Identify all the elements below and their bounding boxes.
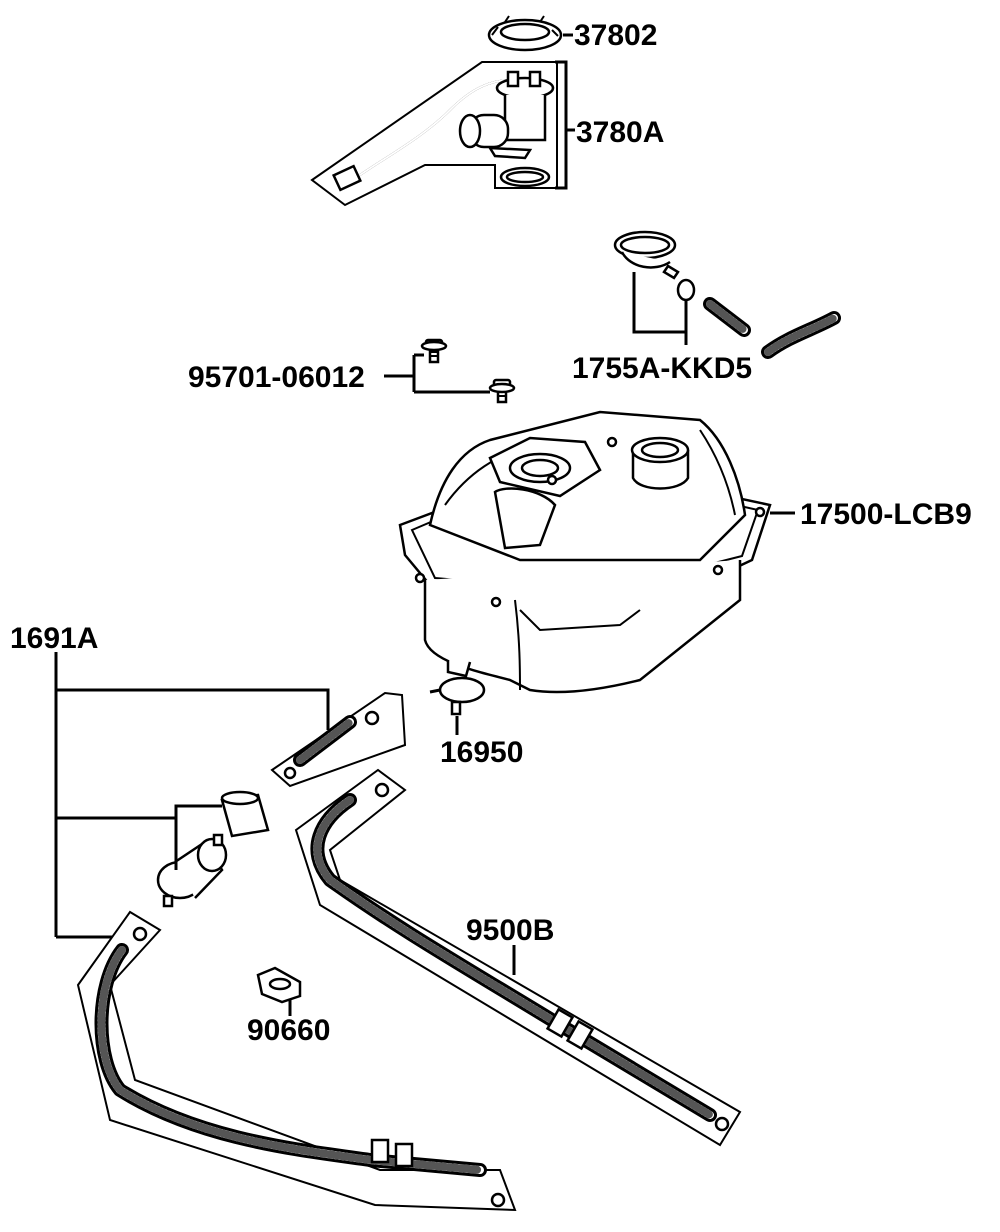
part-1691a-fuel-filter-hose-set	[76, 691, 517, 1212]
part-9500b-fuel-hose	[294, 768, 742, 1147]
label-3780a: 3780A	[576, 116, 664, 149]
part-37802-lock-ring	[487, 15, 563, 52]
part-95701-06012-bolts	[420, 338, 516, 404]
label-16950: 16950	[440, 736, 523, 769]
part-1755a-kkd5-breather-hose-set	[613, 230, 841, 359]
label-17500-lcb9: 17500-LCB9	[800, 498, 972, 531]
label-95701-06012: 95701-06012	[188, 361, 365, 394]
part-90660-hose-clip	[256, 966, 302, 1004]
label-1691a: 1691A	[10, 622, 98, 655]
part-17500-lcb9-fuel-tank	[398, 410, 772, 716]
label-1755a-kkd5: 1755A-KKD5	[572, 352, 752, 385]
label-37802: 37802	[574, 19, 657, 52]
label-9500b: 9500B	[466, 914, 554, 947]
label-90660: 90660	[247, 1014, 330, 1047]
part-3780a-fuel-pump-assembly	[310, 61, 558, 207]
